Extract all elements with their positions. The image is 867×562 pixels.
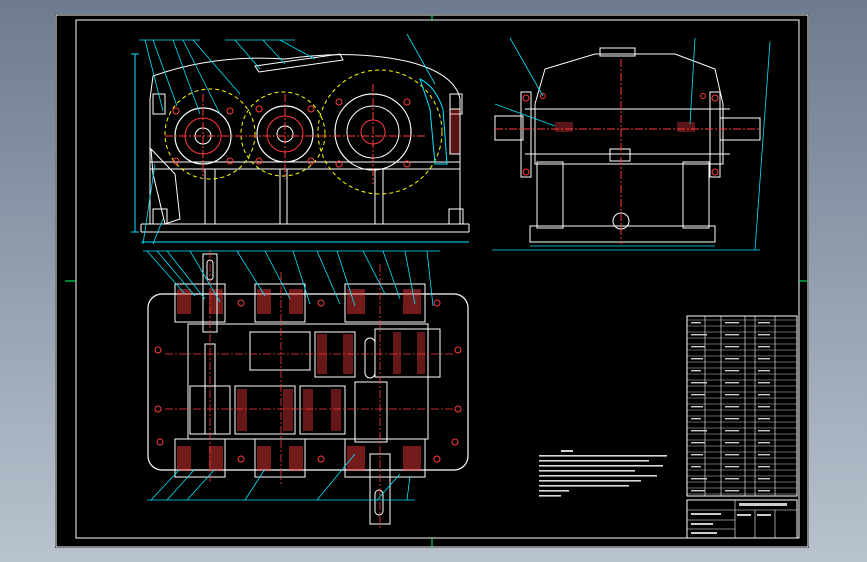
parts-list-cell-text: [725, 370, 739, 372]
parts-list-cell-text: [758, 406, 770, 408]
parts-list-cell-text: [758, 490, 770, 492]
parts-list-cell-text: [691, 370, 701, 372]
gearbox-assembly-drawing: [55, 14, 809, 548]
parts-list-cell-text: [758, 466, 770, 468]
parts-list-cell-text: [691, 334, 707, 336]
front-view: [131, 33, 470, 245]
technical-notes: [539, 450, 667, 497]
parts-list-cell-text: [691, 430, 707, 432]
parts-list-cell-text: [725, 394, 739, 396]
parts-list-cell-text: [725, 334, 739, 336]
side-view: [492, 37, 771, 251]
parts-list-cell-text: [691, 406, 703, 408]
parts-list-cell-text: [725, 358, 739, 360]
parts-list-cell-text: [691, 418, 701, 420]
parts-list-cell-text: [725, 466, 739, 468]
parts-list-cell-text: [691, 442, 705, 444]
parts-list-cell-text: [725, 490, 739, 492]
parts-list-cell-text: [725, 454, 739, 456]
parts-list-cell-text: [725, 418, 739, 420]
parts-list-cell-text: [691, 346, 705, 348]
parts-list-cell-text: [691, 466, 701, 468]
inner-frame: [75, 19, 800, 539]
parts-list: [686, 315, 798, 497]
parts-list-cell-text: [691, 382, 707, 384]
parts-list-cell-text: [725, 382, 739, 384]
parts-list-cell-text: [758, 430, 770, 432]
parts-list-cell-text: [758, 358, 770, 360]
parts-list-cell-text: [758, 370, 770, 372]
parts-list-cell-text: [725, 322, 739, 324]
title-block: [686, 499, 798, 539]
parts-list-cell-text: [758, 418, 770, 420]
top-section-view: [143, 250, 469, 529]
parts-list-cell-text: [758, 382, 770, 384]
parts-list-cell-text: [725, 478, 739, 480]
parts-list-cell-text: [725, 346, 739, 348]
parts-list-cell-text: [758, 394, 770, 396]
parts-list-cell-text: [691, 478, 707, 480]
parts-list-cell-text: [758, 322, 770, 324]
parts-list-cell-text: [758, 346, 770, 348]
parts-list-cell-text: [758, 454, 770, 456]
parts-list-cell-text: [758, 478, 770, 480]
cad-viewport[interactable]: [55, 14, 809, 548]
parts-list-cell-text: [691, 394, 705, 396]
parts-list-cell-text: [725, 430, 739, 432]
parts-list-cell-text: [691, 358, 703, 360]
parts-list-cell-text: [725, 406, 739, 408]
parts-list-cell-text: [691, 490, 705, 492]
parts-list-cell-text: [691, 454, 703, 456]
parts-list-cell-text: [691, 322, 701, 324]
parts-list-cell-text: [725, 442, 739, 444]
parts-list-cell-text: [758, 442, 770, 444]
parts-list-cell-text: [758, 334, 770, 336]
